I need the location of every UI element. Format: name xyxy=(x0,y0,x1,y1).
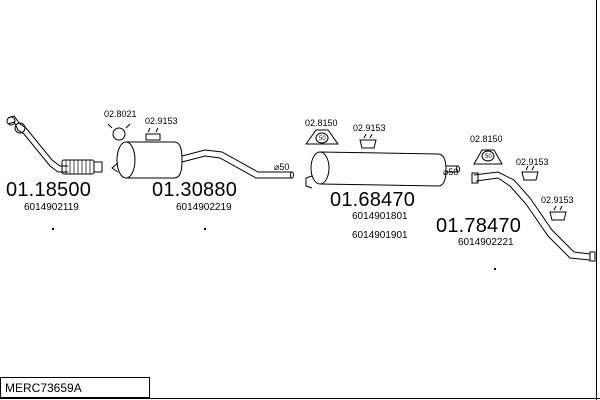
accessory-bracket-label-2: 02.8150 xyxy=(470,134,503,144)
ref-number-front-pipe: 6014902119 xyxy=(24,202,79,213)
diameter-label-2: ⌀50 xyxy=(443,167,459,177)
footer-code-box: MERC73659A xyxy=(0,377,150,398)
ref-number-rear-silencer-1: 6014901801 xyxy=(352,211,408,222)
diameter-label-1: ⌀50 xyxy=(274,162,290,172)
part-number-front-pipe: 01.18500 xyxy=(6,179,92,201)
accessory-hanger-label-4: 02.9153 xyxy=(541,195,574,205)
dot-marker xyxy=(52,228,54,230)
footer-code: MERC73659A xyxy=(5,381,82,395)
dot-marker xyxy=(494,268,496,270)
bracket-marker-1: 50 xyxy=(319,136,326,142)
accessory-clamp-label: 02.8021 xyxy=(104,109,137,119)
part-number-rear-silencer: 01.68470 xyxy=(330,189,416,211)
accessory-hanger-label-1: 02.9153 xyxy=(145,116,178,126)
rubber-hanger-drawings xyxy=(145,127,567,221)
clamp-drawing xyxy=(107,123,131,141)
ref-number-middle-silencer: 6014902219 xyxy=(176,202,232,213)
accessory-hanger-label-3: 02.9153 xyxy=(516,157,549,167)
front-pipe-drawing xyxy=(6,115,103,175)
tail-pipe-drawing xyxy=(471,171,596,262)
part-number-tail-pipe: 01.78470 xyxy=(436,215,522,237)
dot-marker xyxy=(204,228,206,230)
bracket-marker-2: 50 xyxy=(485,154,492,160)
mounting-bracket-drawings xyxy=(305,129,503,165)
frame-border-bottom xyxy=(0,398,600,399)
ref-number-rear-silencer-2: 6014901901 xyxy=(352,230,408,241)
rear-silencer-drawing xyxy=(305,151,460,189)
accessory-hanger-label-2: 02.9153 xyxy=(353,123,386,133)
ref-number-tail-pipe: 6014902221 xyxy=(458,237,514,248)
middle-silencer-drawing xyxy=(111,141,294,179)
accessory-bracket-label-1: 02.8150 xyxy=(305,118,338,128)
part-number-middle-silencer: 01.30880 xyxy=(152,179,238,201)
frame-border-right xyxy=(596,0,597,400)
